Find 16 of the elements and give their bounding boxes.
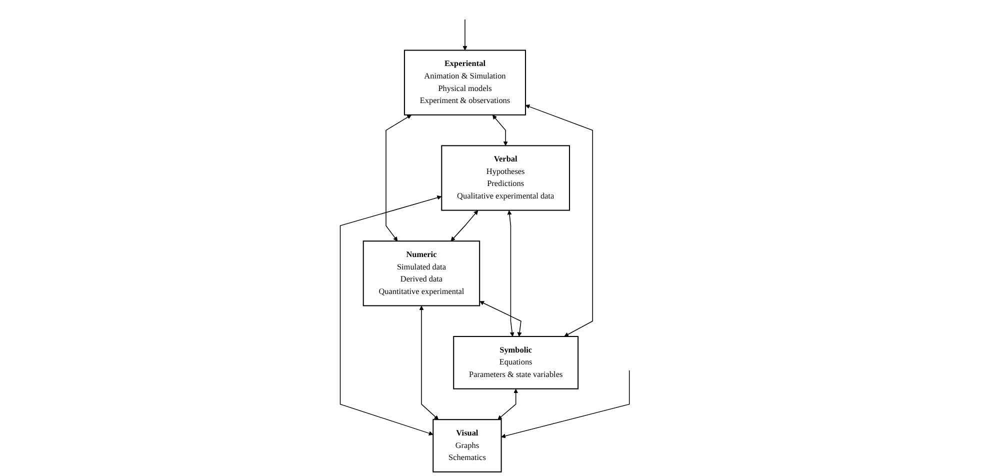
arrow — [419, 306, 439, 420]
arrow — [450, 210, 478, 242]
arrow — [501, 370, 630, 438]
arrow — [492, 114, 508, 146]
node-box: Verbal Hypotheses Predictions Qualitative experimental data — [441, 145, 570, 211]
arrow — [386, 114, 412, 242]
node-box: Numeric Simulated data Derived data Quantitative experimental — [362, 240, 480, 306]
node-box: Experiental Animation & Simulation Physical models Experiment & observations — [404, 50, 526, 116]
arrow — [462, 19, 468, 50]
arrow — [525, 104, 593, 337]
node-box: Symbolic Equations Parameters & state variables — [453, 336, 579, 390]
arrow — [480, 301, 522, 337]
node-box: Visual Graphs Schematics — [432, 419, 502, 472]
arrow — [498, 388, 518, 420]
arrow — [507, 210, 514, 337]
arrow — [340, 195, 442, 436]
